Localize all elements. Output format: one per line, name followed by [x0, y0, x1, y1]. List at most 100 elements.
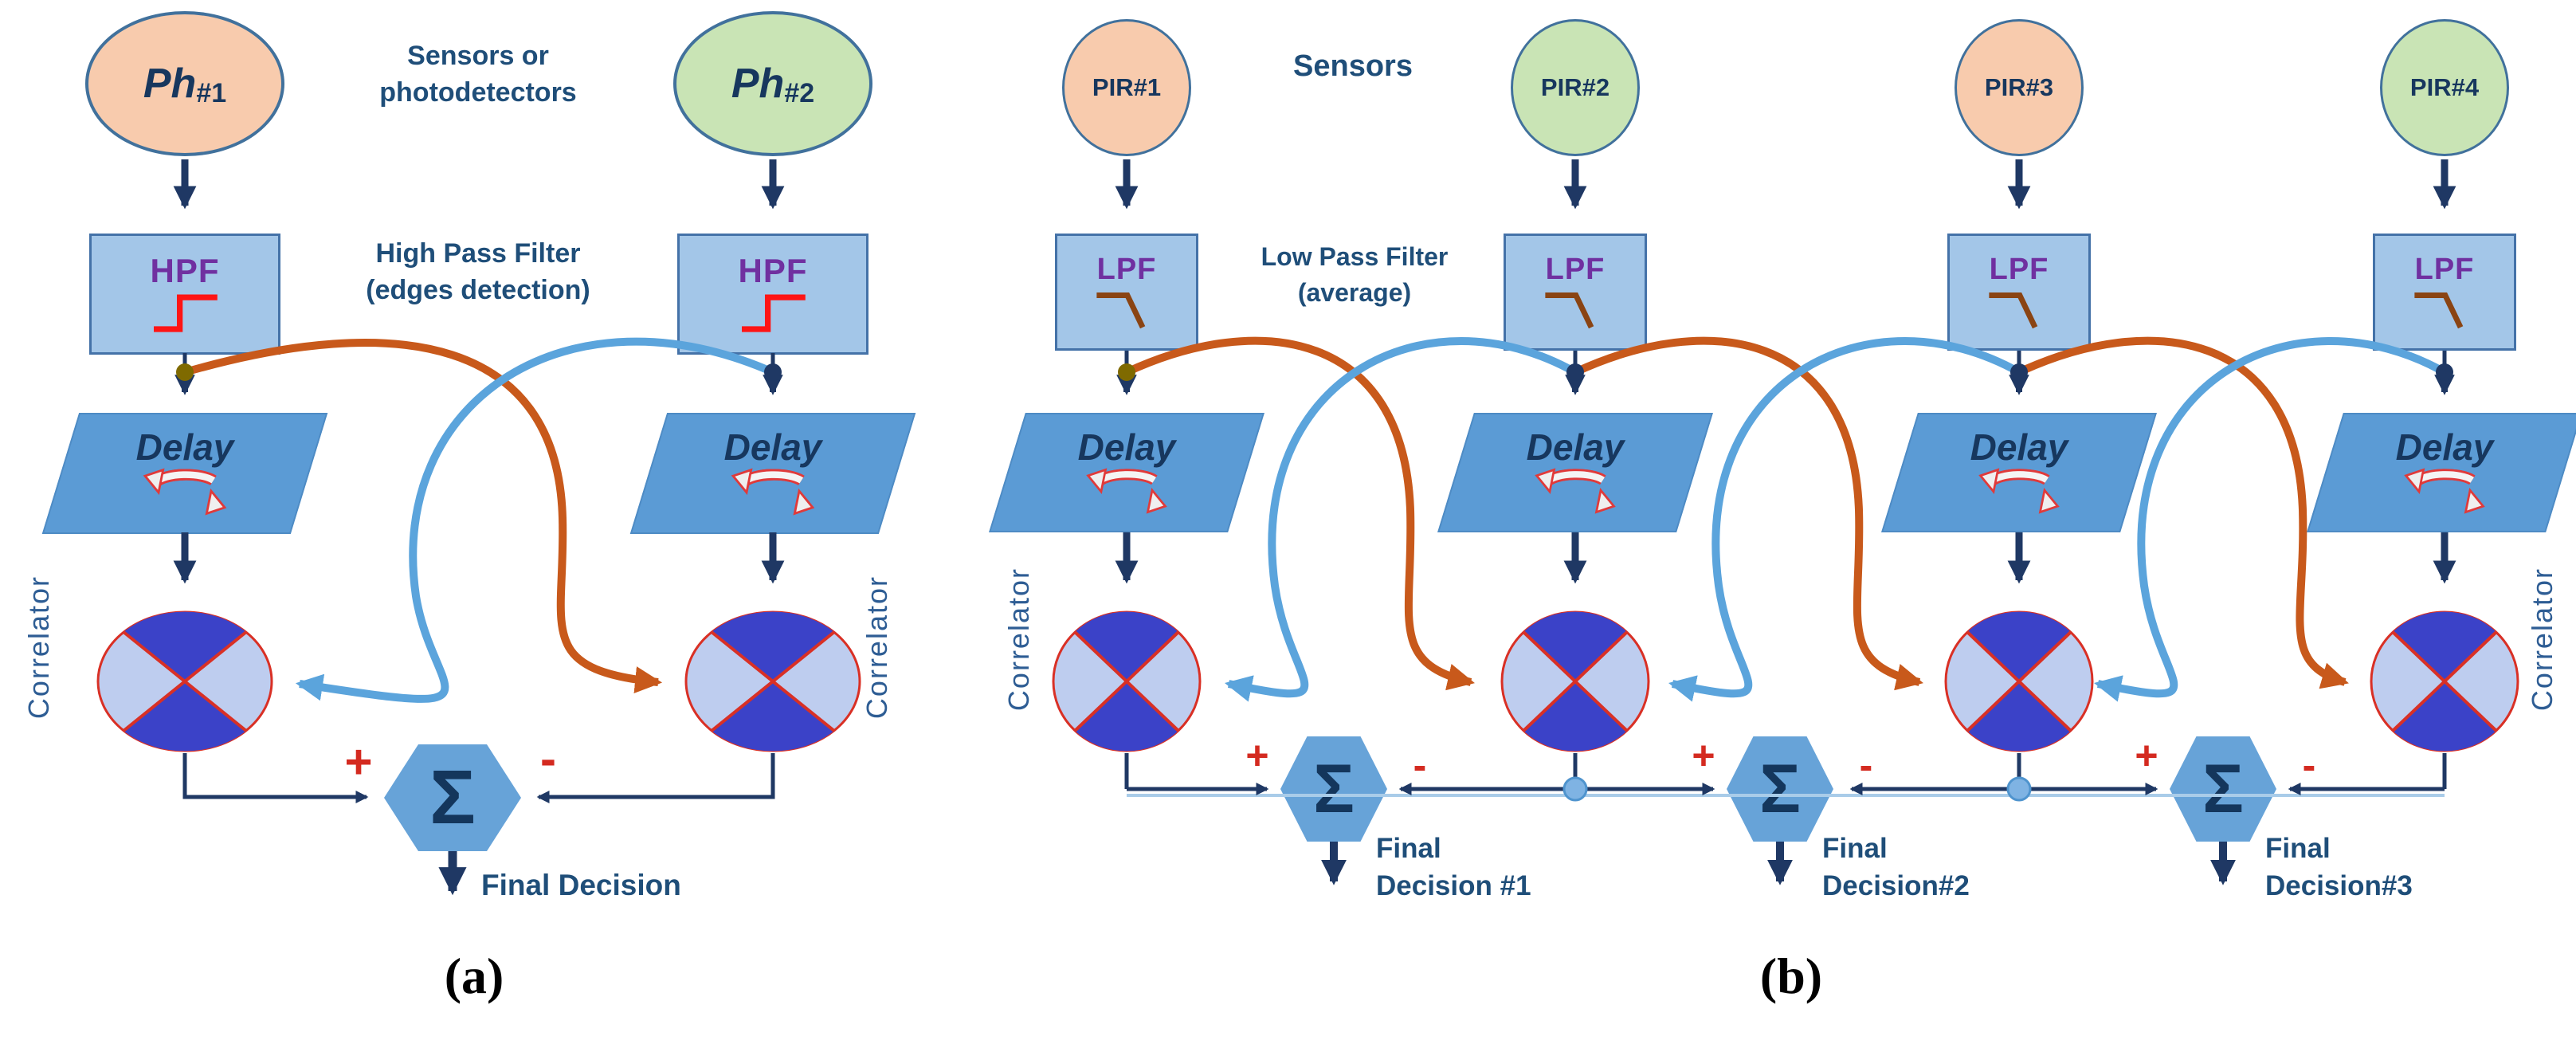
hpf-box-2: HPF — [677, 234, 868, 355]
delay-block-b2: Delay — [1437, 413, 1713, 532]
summer-a: Σ — [384, 744, 521, 851]
hpf-box-1: HPF — [89, 234, 280, 355]
delay-label: Delay — [2395, 426, 2494, 468]
filter-caption-b: Low Pass Filter (average) — [1261, 242, 1449, 307]
sigma-symbol: Σ — [429, 755, 476, 840]
lpf-box-2: LPF — [1504, 234, 1647, 351]
junction-dot-olive — [176, 363, 194, 381]
filter-to-delay-arrows — [174, 351, 2455, 395]
minus-sign: - — [1413, 743, 1427, 787]
sensors-caption-b: Sensors — [1293, 49, 1413, 83]
filter-label: HPF — [738, 252, 808, 289]
summer-b2: Σ — [1727, 736, 1833, 842]
lowpass-icon — [1096, 292, 1146, 329]
lowpass-icon — [1545, 292, 1594, 329]
final-decision-label-b3: Final Decision#3 — [2265, 833, 2413, 901]
correlator-label-b-right: Correlator — [2526, 567, 2558, 712]
figure-caption-a: (a) — [444, 948, 504, 1004]
correlator-label-a-right: Correlator — [861, 575, 893, 720]
lpf-box-4: LPF — [2373, 234, 2516, 351]
correlator-icon — [96, 610, 273, 752]
final-decision-label-b1: Final Decision #1 — [1376, 833, 1531, 901]
sensors-caption-a: Sensors or photodetectors — [379, 41, 577, 108]
filter-label: LPF — [1096, 253, 1157, 286]
delay-block-b1: Delay — [989, 413, 1264, 532]
lowpass-icon — [1989, 292, 2038, 329]
correlator-node-b1 — [1051, 610, 1202, 757]
sensor-label: Ph#1 — [143, 61, 227, 108]
plus-sign: + — [344, 735, 373, 789]
junction-dot — [764, 363, 782, 381]
sensor-node-ph1: Ph#1 — [85, 11, 284, 156]
junction-dot-olive — [1118, 363, 1135, 381]
correlator-label-a-left: Correlator — [22, 575, 55, 720]
sensor-label: Ph#2 — [731, 61, 815, 108]
sigma-symbol: Σ — [1313, 750, 1355, 827]
correlator-node-b3 — [1943, 610, 2095, 757]
delay-label: Delay — [1970, 426, 2068, 468]
step-icon — [154, 294, 218, 332]
loop-arrows-icon — [1978, 468, 2060, 514]
sensor-to-filter-arrows — [173, 159, 2456, 210]
delay-label: Delay — [723, 426, 822, 468]
plus-sign: + — [1245, 733, 1269, 778]
step-icon — [742, 294, 806, 332]
summer-b3: Σ — [2170, 736, 2276, 842]
sensor-node-pir2: PIR#2 — [1511, 19, 1640, 156]
loop-arrows-icon — [731, 468, 815, 516]
minus-sign: - — [540, 732, 556, 786]
correlator-node-b4 — [2369, 610, 2520, 757]
sum-line-node — [2006, 776, 2032, 802]
sensor-node-pir3: PIR#3 — [1955, 19, 2084, 156]
delay-block-b3: Delay — [1881, 413, 2157, 532]
junction-dot — [1566, 363, 1584, 381]
loop-arrows-icon — [1086, 468, 1167, 514]
correlator-icon — [1052, 610, 1202, 752]
correlator-node-b2 — [1500, 610, 1651, 757]
sensor-label: PIR#1 — [1092, 73, 1162, 101]
delay-block-a2: Delay — [629, 413, 916, 534]
delay-block-a1: Delay — [41, 413, 328, 534]
delay-label: Delay — [1077, 426, 1176, 468]
lowpass-icon — [2414, 292, 2464, 329]
sensor-label: PIR#4 — [2409, 73, 2480, 101]
correlator-icon — [1500, 610, 1650, 752]
correlator-icon — [2370, 610, 2519, 752]
minus-sign: - — [1859, 743, 1873, 787]
filter-label: LPF — [1989, 253, 2049, 286]
sensor-label: PIR#2 — [1540, 73, 1610, 101]
loop-arrows-icon — [143, 468, 227, 516]
sigma-symbol: Σ — [1759, 750, 1801, 827]
minus-sign: - — [2302, 743, 2316, 787]
filter-caption-a: High Pass Filter (edges detection) — [366, 238, 590, 305]
sensor-node-ph2: Ph#2 — [673, 11, 872, 156]
lpf-box-3: LPF — [1947, 234, 2091, 351]
loop-arrows-icon — [2404, 468, 2485, 514]
junction-dots — [176, 363, 2453, 381]
sigma-symbol: Σ — [2202, 750, 2244, 827]
lpf-box-1: LPF — [1055, 234, 1198, 351]
correlator-node-a2 — [684, 610, 862, 757]
summer-b1: Σ — [1280, 736, 1387, 842]
filter-label: HPF — [150, 252, 220, 289]
filter-label: LPF — [2414, 253, 2475, 286]
delay-block-b4: Delay — [2307, 413, 2576, 532]
correlator-label-b-left: Correlator — [1002, 567, 1035, 712]
sum-line-node — [1562, 776, 1588, 802]
loop-arrows-icon — [1535, 468, 1616, 514]
correlator-icon — [1944, 610, 2094, 752]
delay-to-correlator-arrows — [173, 532, 2456, 584]
junction-dot — [2010, 363, 2028, 381]
delay-label: Delay — [1526, 426, 1625, 468]
filter-label: LPF — [1545, 253, 1606, 286]
delay-label: Delay — [135, 426, 234, 468]
sensor-label: PIR#3 — [1984, 73, 2054, 101]
correlator-node-a1 — [96, 610, 274, 757]
junction-dot — [2436, 363, 2453, 381]
final-decision-label-a: Final Decision — [481, 869, 681, 901]
figure-caption-b: (b) — [1759, 948, 1823, 1004]
sensor-node-pir4: PIR#4 — [2380, 19, 2509, 156]
final-decision-label-b2: Final Decision#2 — [1822, 833, 1970, 901]
